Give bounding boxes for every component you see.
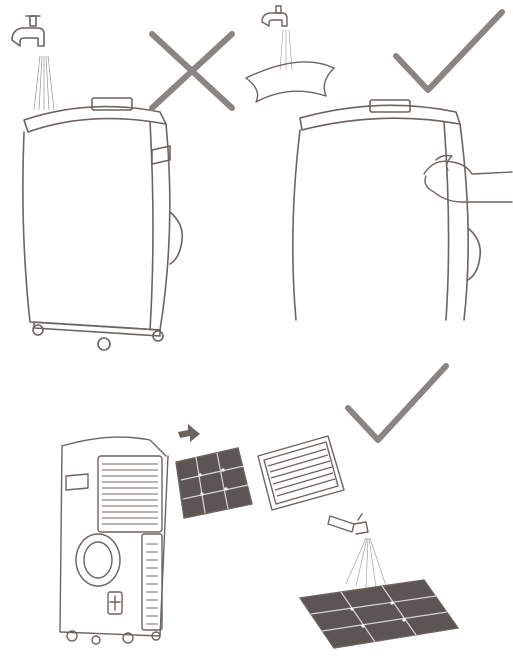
check-icon [396,12,502,90]
arrow-right-icon [178,424,200,442]
cross-icon [152,34,232,108]
water-spray [346,538,386,588]
panel-remove-filters [60,366,458,648]
portable-ac-unit-rear [60,437,168,644]
spray-nozzle-icon [328,514,368,534]
filter-panel [176,448,252,518]
hand-icon [424,156,512,203]
faucet-icon [262,6,287,26]
portable-ac-unit [293,100,480,320]
water-stream [34,56,54,110]
panel-wash-under-tap [12,16,232,350]
filter-panel [300,580,458,648]
faucet-icon [12,16,44,46]
panel-wipe-with-cloth [246,6,512,320]
rear-grille [102,464,158,624]
cloth-icon [246,62,334,102]
check-icon [348,366,446,440]
portable-ac-unit [23,98,182,350]
